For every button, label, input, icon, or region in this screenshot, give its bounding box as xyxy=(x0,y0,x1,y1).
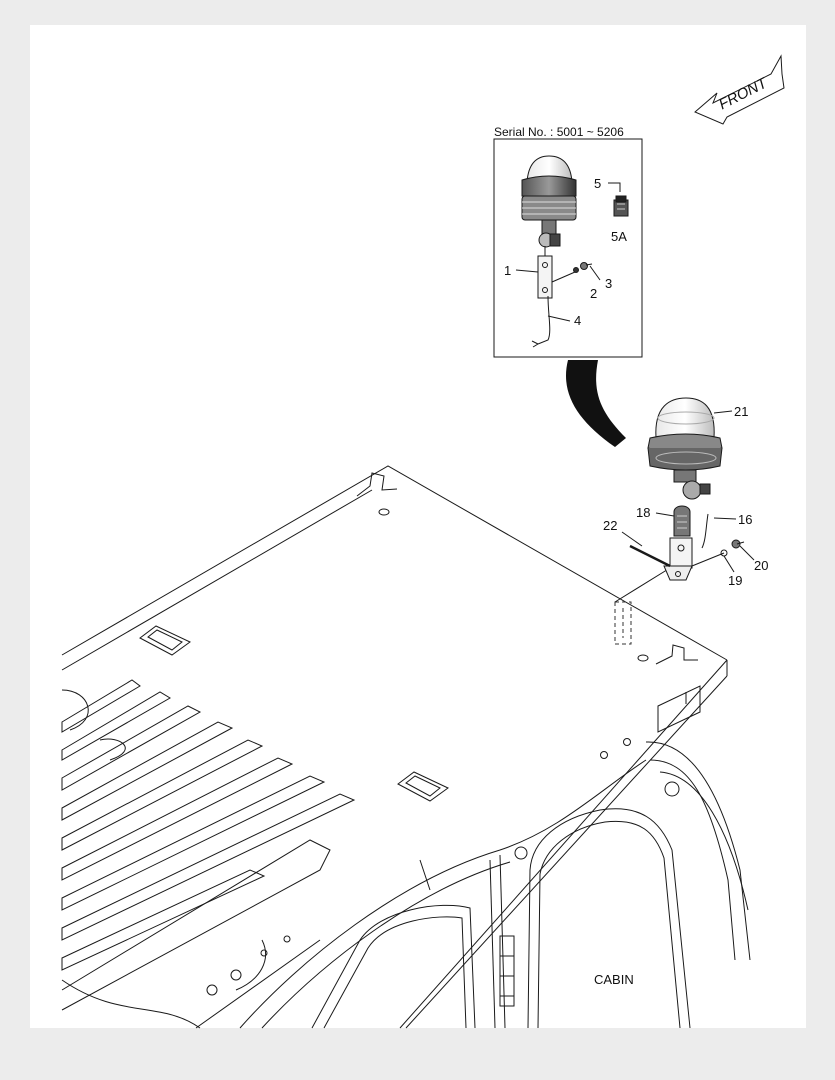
callout-20: 20 xyxy=(754,558,768,573)
door-hinge xyxy=(499,935,515,1007)
roof-bracket xyxy=(356,472,398,516)
cable-22 xyxy=(629,544,671,568)
harness-4 xyxy=(537,295,551,345)
washer-2 xyxy=(573,267,579,273)
cabin-roof xyxy=(61,465,728,1029)
callout-16: 16 xyxy=(738,512,752,527)
mount-bracket xyxy=(663,537,693,581)
cabin-door xyxy=(527,808,691,1029)
cabin-window xyxy=(311,904,476,1029)
serial-label: Serial No. : 5001 ~ 5206 xyxy=(494,125,624,139)
roof-guard-grille xyxy=(61,679,356,1029)
mount-pad-dashed xyxy=(614,601,632,645)
callout-22: 22 xyxy=(603,518,617,533)
callout-3: 3 xyxy=(605,276,612,291)
serial-inset: Serial No. : 5001 ~ 5206 xyxy=(493,125,643,358)
callout-5a: 5A xyxy=(611,229,627,244)
callout-1: 1 xyxy=(504,263,511,278)
roof-slot xyxy=(139,625,191,656)
inset-pointer-arrow xyxy=(565,360,626,447)
clamp-18 xyxy=(673,505,691,537)
cabin-label: CABIN xyxy=(594,972,634,987)
beacon-lamp-21 xyxy=(647,397,723,500)
bolt-3 xyxy=(580,262,593,270)
bolt-20 xyxy=(731,539,745,549)
cabin-body xyxy=(235,741,751,1029)
roof-slot xyxy=(397,771,449,802)
roof-bracket xyxy=(637,644,698,665)
bolt-head xyxy=(623,738,631,746)
inset-frame xyxy=(493,138,643,358)
wire-16 xyxy=(701,513,709,549)
callout-2: 2 xyxy=(590,286,597,301)
bolt-head xyxy=(514,846,528,860)
callout-19: 19 xyxy=(728,573,742,588)
callout-4: 4 xyxy=(574,313,581,328)
connector-5a xyxy=(613,195,629,217)
callout-21: 21 xyxy=(734,404,748,419)
bolt-head xyxy=(664,781,680,797)
callout-5: 5 xyxy=(594,176,601,191)
beacon-lamp-5 xyxy=(521,155,577,248)
bolt-head xyxy=(600,751,608,759)
bracket-1 xyxy=(537,246,553,299)
callout-18: 18 xyxy=(636,505,650,520)
